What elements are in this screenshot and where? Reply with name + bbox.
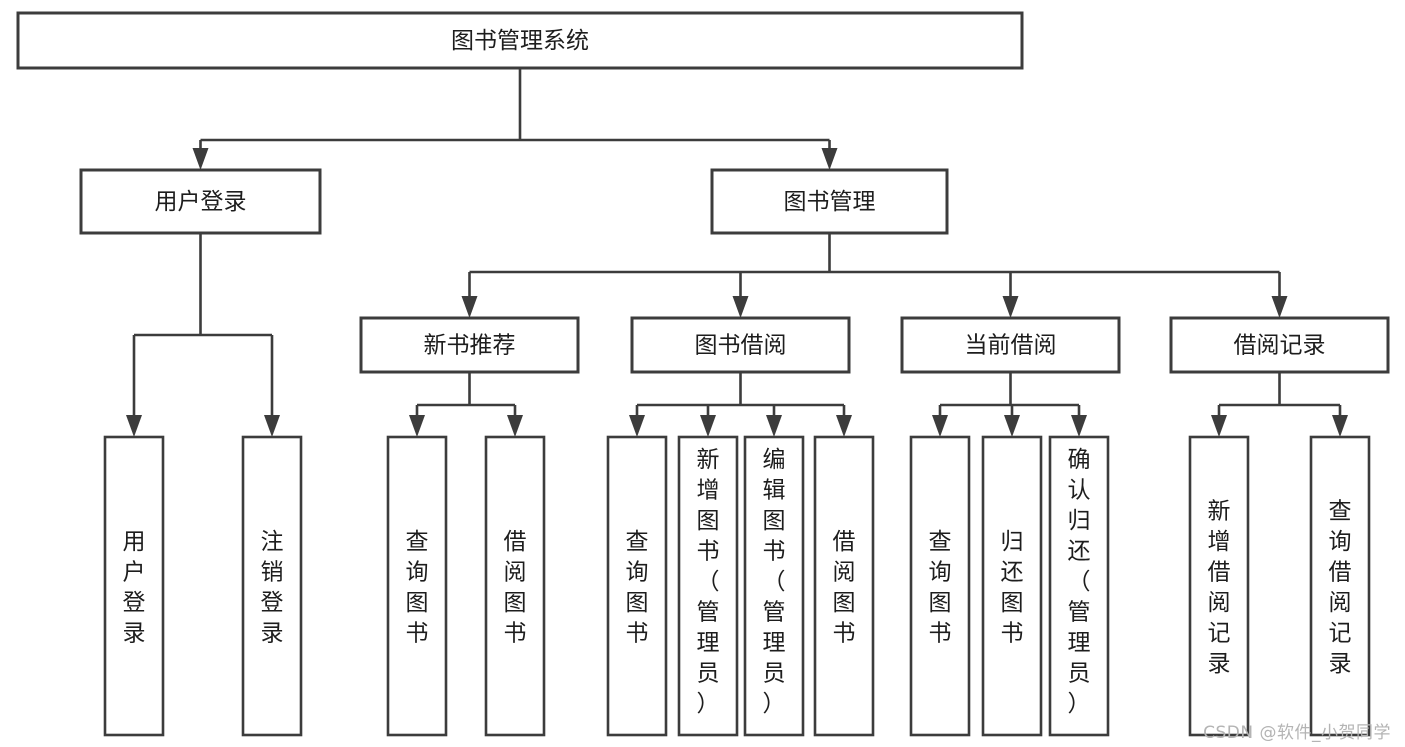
node-leaf-cur-confirm-return[interactable]: 确认归还（管理员）	[1048, 435, 1110, 737]
node-leaf-borrow-query-book-label: 查询图书	[626, 529, 649, 647]
root-to-level2-arrow-0	[192, 148, 209, 170]
node-root-box[interactable]	[16, 11, 1024, 70]
new-book-rec-to-leaves-arrow-0	[409, 415, 425, 437]
node-leaf-cur-query-book-label: 查询图书	[929, 529, 952, 647]
node-leaf-borrow-borrow-book-box[interactable]	[813, 435, 875, 737]
node-leaf-rec-add-record[interactable]: 新增借阅记录	[1188, 435, 1250, 737]
node-book-manage[interactable]: 图书管理	[710, 168, 949, 235]
node-borrow-record-label: 借阅记录	[1234, 333, 1326, 359]
node-leaf-borrow-borrow-book-label: 借阅图书	[833, 529, 856, 647]
node-leaf-borrow-edit-book[interactable]: 编辑图书（管理员）	[743, 435, 805, 737]
new-book-rec-to-leaves-arrow-1	[507, 415, 523, 437]
book-borrow-to-leaves-arrow-2	[766, 415, 782, 437]
node-leaf-cur-confirm-return-box[interactable]	[1048, 435, 1110, 737]
node-new-book-rec[interactable]: 新书推荐	[359, 316, 580, 374]
node-leaf-rec-borrow-book-label: 借阅图书	[504, 529, 527, 647]
node-leaf-cur-confirm-return-label: 确认归还（管理员）	[1068, 447, 1091, 717]
root-to-level2-arrow-1	[821, 148, 838, 170]
borrow-record-to-leaves-arrow-1	[1332, 415, 1348, 437]
node-leaf-rec-query-record-box[interactable]	[1309, 435, 1371, 737]
node-leaf-user-login[interactable]: 用户登录	[103, 435, 165, 737]
node-leaf-borrow-add-book-label: 新增图书（管理员）	[697, 447, 720, 717]
node-leaf-user-login-label: 用户登录	[123, 529, 146, 647]
node-leaf-borrow-borrow-book[interactable]: 借阅图书	[813, 435, 875, 737]
node-leaf-rec-query-book-box[interactable]	[386, 435, 448, 737]
node-leaf-user-login-box[interactable]	[103, 435, 165, 737]
watermark-label: CSDN @软件_小贺同学	[1203, 723, 1391, 743]
node-leaf-borrow-add-book[interactable]: 新增图书（管理员）	[677, 435, 739, 737]
node-new-book-rec-box[interactable]	[359, 316, 580, 374]
book-borrow-to-leaves-arrow-3	[836, 415, 852, 437]
book-manage-to-level3-arrow-1	[732, 296, 749, 318]
node-leaf-borrow-edit-book-box[interactable]	[743, 435, 805, 737]
node-book-borrow-label: 图书借阅	[695, 333, 787, 359]
edges-layer	[126, 68, 1348, 437]
book-borrow-to-leaves-arrow-1	[700, 415, 716, 437]
node-leaf-cur-query-book[interactable]: 查询图书	[909, 435, 971, 737]
node-leaf-user-logout-label: 注销登录	[261, 529, 284, 647]
node-leaf-rec-add-record-label: 新增借阅记录	[1208, 499, 1231, 678]
book-manage-to-level3-arrow-3	[1271, 296, 1288, 318]
node-leaf-rec-borrow-book[interactable]: 借阅图书	[484, 435, 546, 737]
book-borrow-to-leaves-arrow-0	[629, 415, 645, 437]
node-user-login-label: 用户登录	[155, 189, 247, 215]
node-current-borrow[interactable]: 当前借阅	[900, 316, 1121, 374]
node-current-borrow-label: 当前借阅	[965, 333, 1057, 359]
current-borrow-to-leaves-arrow-2	[1071, 415, 1087, 437]
user-login-to-leaves-arrow-0	[126, 415, 142, 437]
current-borrow-to-leaves-arrow-0	[932, 415, 948, 437]
node-leaf-borrow-add-book-box[interactable]	[677, 435, 739, 737]
node-book-borrow[interactable]: 图书借阅	[630, 316, 851, 374]
borrow-record-to-leaves-arrow-0	[1211, 415, 1227, 437]
node-leaf-cur-return-book[interactable]: 归还图书	[981, 435, 1043, 737]
node-root-label: 图书管理系统	[451, 28, 589, 54]
node-leaf-rec-query-record[interactable]: 查询借阅记录	[1309, 435, 1371, 737]
node-user-login[interactable]: 用户登录	[79, 168, 322, 235]
node-leaf-rec-borrow-book-box[interactable]	[484, 435, 546, 737]
book-manage-to-level3-arrow-2	[1002, 296, 1019, 318]
node-borrow-record-box[interactable]	[1169, 316, 1390, 374]
node-new-book-rec-label: 新书推荐	[424, 333, 516, 359]
node-leaf-user-logout[interactable]: 注销登录	[241, 435, 303, 737]
node-leaf-borrow-query-book[interactable]: 查询图书	[606, 435, 668, 737]
node-book-manage-box[interactable]	[710, 168, 949, 235]
node-leaf-rec-query-book-label: 查询图书	[406, 529, 429, 647]
user-login-to-leaves-arrow-1	[264, 415, 280, 437]
current-borrow-to-leaves-arrow-1	[1004, 415, 1020, 437]
node-leaf-borrow-query-book-box[interactable]	[606, 435, 668, 737]
node-book-manage-label: 图书管理	[784, 189, 876, 215]
node-leaf-rec-query-record-label: 查询借阅记录	[1329, 499, 1352, 678]
node-borrow-record[interactable]: 借阅记录	[1169, 316, 1390, 374]
node-root[interactable]: 图书管理系统	[16, 11, 1024, 70]
book-manage-to-level3-arrow-0	[461, 296, 478, 318]
node-leaf-borrow-edit-book-label: 编辑图书（管理员）	[763, 447, 786, 717]
node-user-login-box[interactable]	[79, 168, 322, 235]
node-leaf-cur-return-book-label: 归还图书	[1001, 529, 1024, 647]
node-leaf-user-logout-box[interactable]	[241, 435, 303, 737]
node-leaf-cur-query-book-box[interactable]	[909, 435, 971, 737]
node-leaf-rec-query-book[interactable]: 查询图书	[386, 435, 448, 737]
node-book-borrow-box[interactable]	[630, 316, 851, 374]
nodes-layer: 图书管理系统用户登录图书管理新书推荐图书借阅当前借阅借阅记录用户登录注销登录查询…	[16, 11, 1390, 737]
node-leaf-rec-add-record-box[interactable]	[1188, 435, 1250, 737]
node-current-borrow-box[interactable]	[900, 316, 1121, 374]
node-leaf-cur-return-book-box[interactable]	[981, 435, 1043, 737]
